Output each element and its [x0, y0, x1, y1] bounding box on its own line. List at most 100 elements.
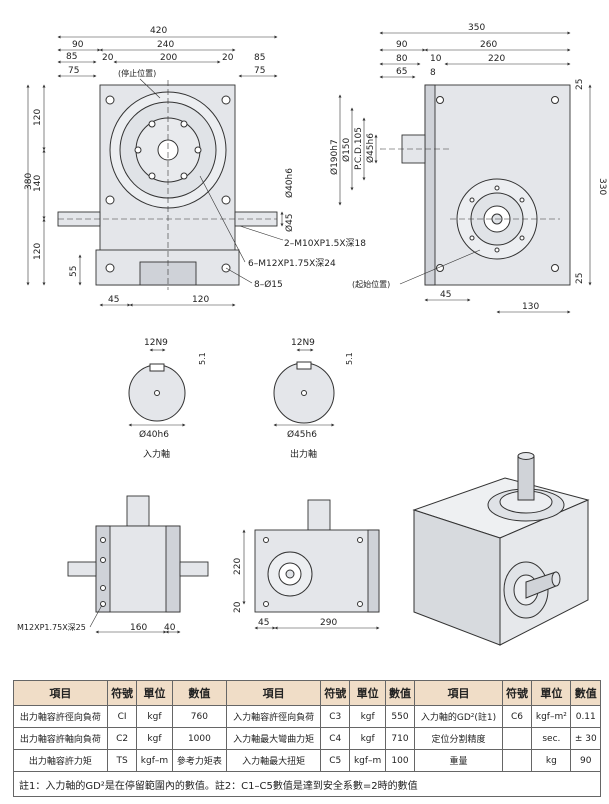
table-cell: 1000: [171, 727, 228, 750]
table-cell: [501, 749, 533, 772]
dim-bottom-45: 45: [108, 295, 119, 305]
table-cell: sec.: [531, 727, 572, 750]
note-row: 註1：入力軸的GD²是在停留範圍內的數值。註2：C1–C5數值是達到安全系數=2…: [13, 771, 601, 797]
bottom-view: 220 20 45 290: [233, 499, 380, 630]
header-unit: 單位: [349, 680, 386, 706]
table-cell: C2: [106, 727, 138, 750]
header-symbol: 符號: [106, 680, 138, 706]
isometric-view: [412, 452, 590, 646]
dim-330: 330: [597, 178, 607, 195]
table-cell: C6: [501, 705, 533, 728]
shaft-out-depth: 5.1: [345, 352, 354, 365]
bottom-view-20: 20: [233, 601, 243, 613]
header-symbol: 符號: [501, 680, 533, 706]
start-position-label: (起始位置): [352, 279, 390, 289]
header-symbol: 符號: [320, 680, 351, 706]
dim-85-left: 85: [66, 52, 77, 62]
dim-120-bottom: 120: [33, 243, 43, 260]
table-cell: kgf–m: [136, 749, 173, 772]
dim-130: 130: [522, 302, 539, 312]
table-cell: kgf–m²: [531, 705, 572, 728]
dim-45h6: Ø45h6: [365, 133, 376, 163]
table-cell: TS: [106, 749, 138, 772]
table-cell: kgf–m: [349, 749, 386, 772]
dim-40h6: Ø40h6: [284, 168, 295, 198]
table-cell: C4: [320, 727, 351, 750]
table-cell: 出力軸容許徑向負荷: [13, 705, 108, 728]
dim-25-top: 25: [575, 79, 585, 90]
top-view-40: 40: [164, 623, 176, 633]
shaft-out-keyway: 12N9: [291, 338, 315, 348]
table-cell: kgf: [136, 705, 173, 728]
dim-10: 10: [430, 54, 442, 64]
spec-header-row: 項目 符號 單位 數值 項目 符號 單位 數值 項目 符號 單位 數值: [13, 680, 601, 706]
dim-pcd105: P.C.D.105: [354, 127, 364, 170]
header-value: 數值: [384, 680, 416, 706]
dim-120-top: 120: [33, 109, 43, 126]
table-cell: 入力軸最大扭矩: [226, 749, 322, 772]
drawing-sheet: 420 90 240 85 20 200 20 85 75 75 (停止位置) …: [17, 23, 607, 646]
table-cell: 0.11: [570, 705, 601, 728]
table-cell: 550: [384, 705, 416, 728]
table-cell: [501, 727, 533, 750]
note-m10: 2–M10XP1.5X深18: [284, 238, 366, 249]
shaft-in-depth: 5.1: [198, 352, 207, 365]
dim-90: 90: [72, 40, 84, 50]
table-note: 註1：入力軸的GD²是在停留範圍內的數值。註2：C1–C5數值是達到安全系數=2…: [13, 771, 601, 797]
dim-bottom-120: 120: [192, 295, 209, 305]
dim-200: 200: [160, 53, 177, 63]
stop-position-label: (停止位置): [118, 68, 156, 78]
table-cell: 入力軸最大彎曲力矩: [226, 727, 322, 750]
dim-55: 55: [69, 266, 79, 277]
shaft-in-caption: 入力軸: [143, 448, 170, 460]
dim-65: 65: [396, 67, 407, 77]
header-unit: 單位: [136, 680, 173, 706]
dim-380: 380: [24, 173, 34, 190]
dim-25-bottom: 25: [575, 273, 585, 284]
dim-350: 350: [468, 23, 485, 33]
shaft-in-dia: Ø40h6: [139, 429, 169, 440]
front-view: [57, 80, 278, 290]
dim-20-left: 20: [102, 53, 114, 63]
table-cell: 出力軸容許力矩: [13, 749, 108, 772]
header-item: 項目: [414, 680, 503, 706]
header-value: 數值: [570, 680, 601, 706]
top-view-note: M12XP1.75X深25: [17, 623, 86, 632]
dim-20-right: 20: [222, 53, 234, 63]
bottom-view-45: 45: [258, 618, 269, 628]
header-item: 項目: [226, 680, 322, 706]
dim-260: 260: [480, 40, 497, 50]
table-cell: 100: [384, 749, 416, 772]
table-cell: 出力軸容許軸向負荷: [13, 727, 108, 750]
table-cell: kg: [531, 749, 572, 772]
dim-45: Ø45: [284, 213, 295, 232]
table-cell: 90: [570, 749, 601, 772]
dim-75-left: 75: [68, 66, 79, 76]
table-cell: C3: [320, 705, 351, 728]
note-m12: 6–M12XP1.75X深24: [248, 258, 336, 269]
table-row: 出力軸容許徑向負荷 CI kgf 760 入力軸容許徑向負荷 C3 kgf 55…: [13, 705, 601, 728]
dim-140: 140: [33, 175, 43, 192]
input-shaft-section: 12N9 5.1 Ø40h6 入力軸: [128, 338, 207, 460]
front-dimensions: 420 90 240 85 20 200 20 85 75 75 (停止位置) …: [24, 26, 366, 307]
top-view: M12XP1.75X深25 160 40: [17, 495, 209, 634]
bottom-view-290: 290: [320, 618, 337, 628]
table-cell: 入力軸的GD²(註1): [414, 705, 503, 728]
dim-240: 240: [157, 40, 174, 50]
table-row: 出力軸容許力矩 TS kgf–m 參考力矩表 入力軸最大扭矩 C5 kgf–m …: [13, 749, 601, 772]
table-cell: 710: [384, 727, 416, 750]
table-row: 出力軸容許軸向負荷 C2 kgf 1000 入力軸最大彎曲力矩 C4 kgf 7…: [13, 727, 601, 750]
table-cell: kgf: [349, 705, 386, 728]
shaft-out-caption: 出力軸: [290, 448, 317, 460]
table-cell: 入力軸容許徑向負荷: [226, 705, 322, 728]
header-value: 數值: [171, 680, 228, 706]
dim-220: 220: [488, 54, 505, 64]
side-dimensions: 350 90 260 80 10 220 65 8 Ø190h7 Ø150 P.…: [329, 23, 607, 314]
shaft-in-keyway: 12N9: [144, 338, 168, 348]
dim-75-right: 75: [254, 66, 265, 76]
table-cell: ± 30: [570, 727, 601, 750]
table-cell: CI: [106, 705, 138, 728]
spec-table: 項目 符號 單位 數值 項目 符號 單位 數值 項目 符號 單位 數值 出力軸容…: [13, 680, 601, 797]
table-cell: kgf: [349, 727, 386, 750]
table-cell: 760: [171, 705, 228, 728]
